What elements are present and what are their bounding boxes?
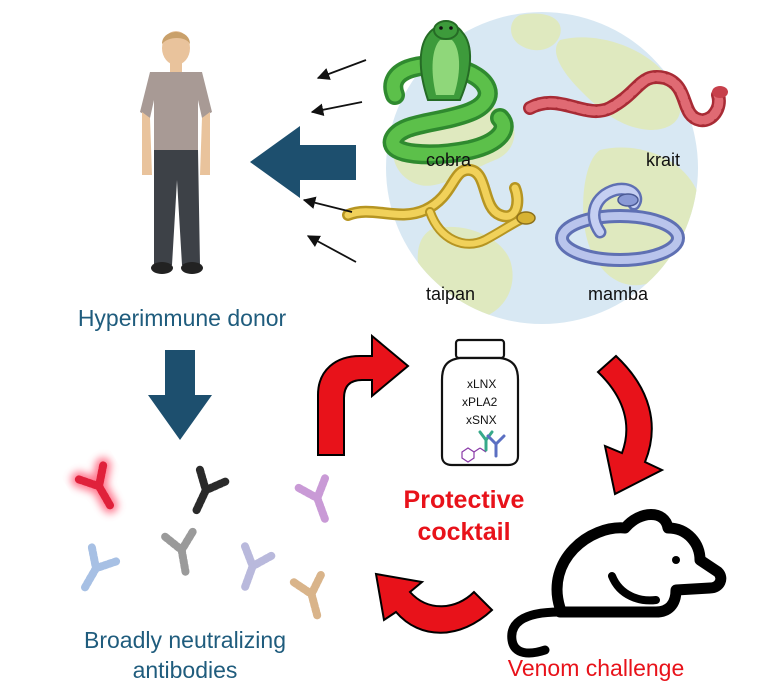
krait-icon	[523, 69, 728, 128]
cobra-label: cobra	[426, 150, 472, 170]
mamba-label: mamba	[588, 284, 649, 304]
cycle-arrow-to-antibodies	[374, 572, 494, 634]
antibody-icon	[241, 542, 276, 591]
down-arrow	[148, 350, 212, 440]
taipan-label: taipan	[426, 284, 475, 304]
cycle-arrow-to-mouse	[596, 354, 665, 496]
antibody-icon	[161, 527, 197, 576]
antibodies-label-line1: Broadly neutralizing	[84, 627, 286, 653]
antibody-icon	[81, 543, 121, 592]
transfer-arrow	[250, 126, 356, 198]
cocktail-label-line1: Protective	[404, 486, 525, 514]
vial-icon: xLNX xPLA2 xSNX	[440, 338, 520, 467]
krait-label: krait	[646, 150, 680, 170]
antibody-icon	[289, 570, 325, 620]
antibody-group	[70, 457, 329, 620]
challenge-label: Venom challenge	[508, 655, 684, 681]
vial-line-1: xLNX	[467, 377, 496, 391]
mamba-icon	[555, 182, 685, 267]
donor-label: Hyperimmune donor	[78, 305, 287, 331]
cycle-arrow-to-cocktail	[317, 333, 410, 456]
cocktail-label-line2: cocktail	[417, 518, 510, 546]
antibody-icon	[70, 457, 118, 514]
person-icon	[140, 31, 212, 274]
immunization-arrows	[302, 59, 367, 263]
antibody-icon	[192, 465, 230, 515]
antibody-icon	[294, 474, 329, 523]
vial-line-2: xPLA2	[462, 395, 498, 409]
antibodies-label-line2: antibodies	[133, 657, 238, 683]
mouse-icon	[507, 509, 727, 658]
vial-line-3: xSNX	[466, 413, 497, 427]
cobra-icon	[382, 20, 514, 165]
taipan-icon	[342, 164, 536, 249]
